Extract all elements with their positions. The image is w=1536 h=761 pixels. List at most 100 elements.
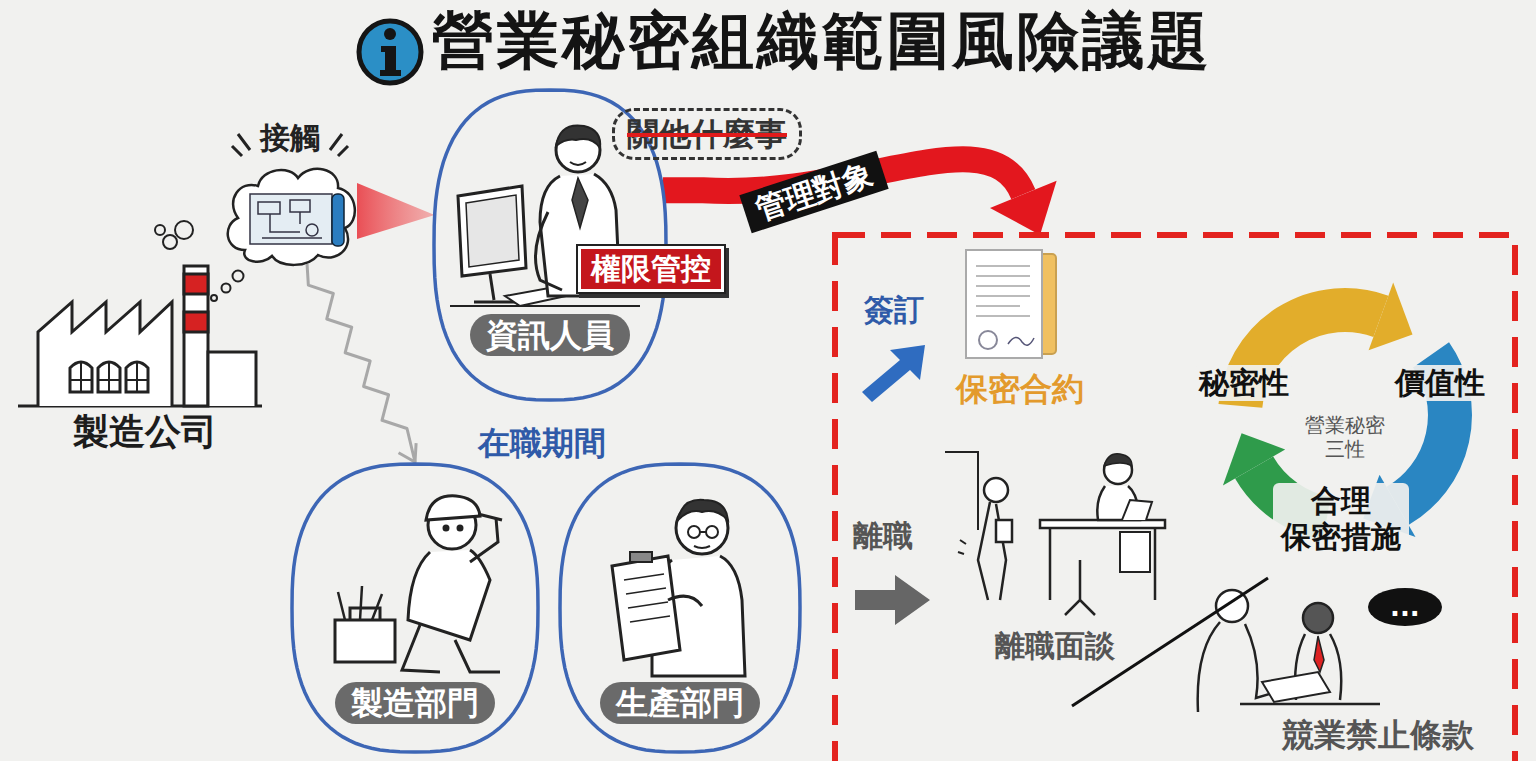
interview-drawing-part — [1104, 454, 1132, 466]
worker-drawing — [335, 496, 502, 672]
dept-circle: 生產部門 — [558, 462, 802, 754]
factory-drawing-part — [163, 235, 177, 249]
arrow-head — [399, 443, 417, 462]
contract-drawing-part — [1008, 337, 1034, 345]
thought-cloud-drawing-part — [258, 200, 322, 238]
inspector-drawing — [612, 500, 745, 676]
title-text: 營業秘密組織範圍風險議題 — [432, 4, 1212, 78]
factory-drawing-part — [211, 295, 217, 301]
computer-user-drawing-part — [570, 162, 586, 165]
node-outline — [832, 232, 1518, 761]
inspector-drawing-part — [668, 596, 702, 606]
inspector-drawing-part — [630, 552, 652, 562]
computer-user-drawing-part — [450, 305, 640, 307]
zigzag-line — [307, 264, 415, 462]
factory-drawing-part — [184, 312, 208, 332]
sign-arrow — [862, 345, 925, 402]
noncompete-node: 競業禁止條款 — [1170, 570, 1500, 760]
interview-drawing-part — [1050, 528, 1155, 600]
label-slot: 簽訂 — [864, 292, 924, 328]
sign-arrow-part — [862, 345, 925, 402]
inspector-drawing-part — [624, 574, 670, 622]
factory-drawing-part — [208, 352, 256, 406]
edge-label-slot: 管理對象 — [739, 151, 888, 234]
contact-label: 接觸 — [260, 120, 320, 156]
tag-text: 權限管控 — [591, 251, 711, 287]
period-label: 在職期間 — [478, 424, 606, 462]
worker-drawing-part — [478, 514, 502, 520]
circle-outline — [560, 464, 800, 752]
edge-label: 管理對象 — [739, 151, 888, 234]
factory-drawing-part — [175, 221, 193, 239]
noncompete-label: 競業禁止條款 — [1282, 716, 1474, 754]
bubble-text: 關他什麼事 — [627, 115, 787, 153]
inspector-drawing-part — [706, 526, 718, 538]
contract-drawing-part — [979, 331, 997, 349]
factory-drawing-part — [155, 225, 165, 235]
text-slot: 離職面談 — [935, 628, 1175, 664]
connector — [307, 264, 416, 462]
info-icon-part — [380, 46, 401, 76]
inspector-drawing-part — [688, 526, 700, 538]
factory-drawing-part — [38, 302, 172, 406]
inspector-drawing-part — [694, 532, 710, 548]
worker-drawing-part — [335, 620, 395, 662]
factory-drawing-part — [233, 271, 244, 282]
thought-cloud: 接觸 — [222, 118, 357, 268]
text-slot: 價值性 — [1391, 365, 1489, 401]
contract-node: 保密合約 — [945, 248, 1095, 413]
cycle-node: 秘密性 價值性營業秘密 三性合理 保密措施 — [1195, 265, 1495, 565]
text-slot: 保密合約 — [945, 370, 1095, 408]
text-slot: 接觸 — [222, 120, 357, 156]
label-slot: 離職 — [853, 518, 913, 554]
interview-drawing — [945, 452, 1165, 615]
factory-drawing-part — [70, 362, 148, 392]
thought-cloud-drawing-part — [250, 194, 332, 244]
text-slot: 營業秘密 三性 — [1195, 413, 1495, 461]
interview-label: 離職面談 — [995, 628, 1115, 664]
computer-user-drawing-part — [536, 212, 563, 290]
cycle-drawing-part — [1223, 433, 1285, 485]
info-icon — [359, 21, 421, 83]
dept-circle: 製造部門 — [290, 462, 540, 754]
role-pill: 生產部門 — [600, 682, 760, 724]
control-tag: 權限管控 — [578, 246, 724, 292]
thought-cloud-drawing-part — [228, 169, 355, 265]
text-slot: 製造公司 — [20, 410, 270, 453]
cycle-center: 營業秘密 三性 — [1297, 413, 1393, 461]
factory-drawing-part — [70, 362, 148, 392]
thought-cloud-drawing-part — [306, 224, 318, 236]
contract-drawing — [966, 250, 1056, 358]
step-label: 簽訂 — [864, 292, 924, 328]
signing-drawing-part — [1262, 672, 1330, 702]
interview-drawing-part — [1065, 560, 1095, 615]
factory-label: 製造公司 — [73, 410, 217, 453]
bubble-dots: ... — [1390, 588, 1420, 626]
text-slot: 製造部門 — [290, 682, 540, 724]
factory-drawing-part — [184, 274, 208, 294]
contract-drawing-part — [976, 266, 1030, 316]
contract-label: 保密合約 — [956, 370, 1084, 408]
contract-drawing-part — [966, 250, 1042, 358]
info-icon-part — [384, 28, 396, 40]
text-slot: 競業禁止條款 — [1282, 716, 1474, 754]
interview-drawing-part — [1120, 532, 1150, 572]
text-slot: 生產部門 — [558, 682, 802, 724]
computer-user-drawing-part — [466, 195, 519, 267]
label-slot: 在職期間 — [478, 424, 606, 462]
interview-drawing-part — [996, 520, 1012, 542]
interview-drawing-part — [984, 478, 1008, 502]
signing-drawing-part — [1240, 703, 1380, 706]
step-label: 離職 — [853, 518, 913, 554]
worker-drawing-part — [444, 526, 448, 530]
trait-label: 合理 保密措施 — [1273, 483, 1409, 555]
trait-label: 價值性 — [1391, 365, 1489, 401]
text-slot: 合理 保密措施 — [1273, 483, 1409, 555]
role-pill: 資訊人員 — [470, 314, 630, 356]
text-slot: 秘密性 — [1195, 365, 1293, 401]
worker-drawing-part — [402, 625, 500, 672]
factory-drawing — [18, 221, 262, 406]
circle-outline — [292, 464, 538, 752]
